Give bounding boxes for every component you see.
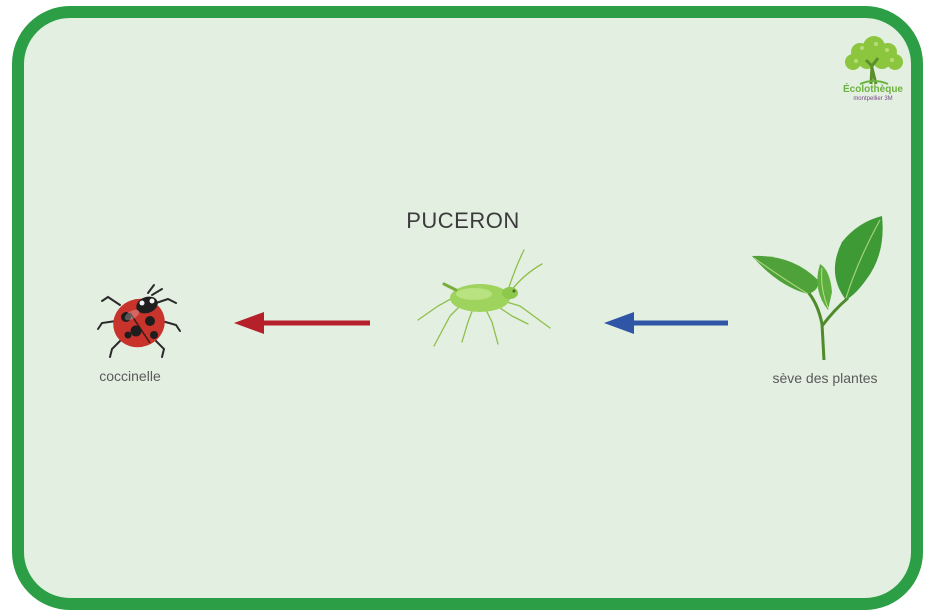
logo-name: Écolothèque (842, 84, 903, 95)
predator-label: coccinelle (99, 368, 161, 384)
ladybug-icon (97, 284, 181, 358)
diagram-title: PUCERON (406, 208, 520, 233)
plant-leaves-icon (752, 216, 883, 361)
aphid-icon (417, 249, 551, 347)
arrow-to-center (604, 312, 728, 334)
source-label: sève des plantes (772, 370, 878, 386)
arrow-to-predator (234, 312, 370, 334)
logo-subtitle: montpellier 3M (853, 96, 893, 102)
tree-logo-icon (845, 36, 903, 85)
